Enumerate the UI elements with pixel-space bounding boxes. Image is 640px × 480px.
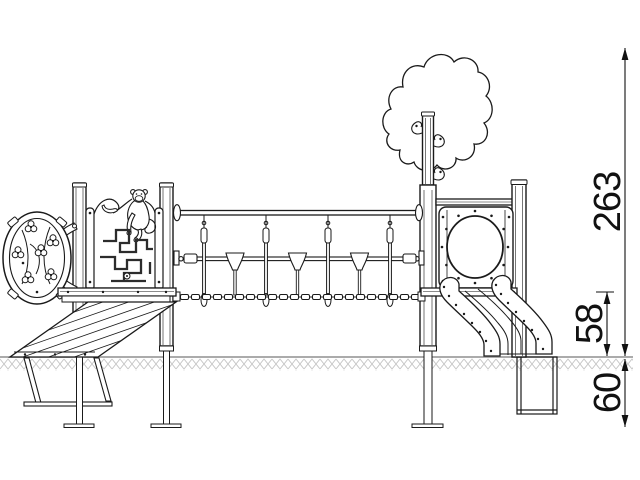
tower-handrail <box>435 198 514 206</box>
maze-panel <box>85 189 164 291</box>
monkey-figure <box>126 189 157 243</box>
banana-icon <box>101 204 118 214</box>
rope-bridge <box>172 204 426 307</box>
dimension-label-263: 263 <box>587 172 629 232</box>
slide-front-rail <box>439 276 501 357</box>
turnbuckle-left <box>173 250 180 266</box>
tree-canopy <box>382 53 493 171</box>
ground-hatch <box>0 358 633 371</box>
left-platform-deck <box>57 287 177 303</box>
dimension-label-58: 58 <box>569 304 611 344</box>
dimension-platform-height: 58 <box>569 291 614 356</box>
ramp-foundation <box>23 357 113 407</box>
grip-handle <box>225 252 245 296</box>
slide-foundation-box <box>516 356 558 415</box>
grip-handle <box>287 252 308 296</box>
ramp-foundation-bar <box>23 401 113 407</box>
tower-post-trunk <box>421 111 435 186</box>
panel-strip-right <box>154 207 164 291</box>
climbing-wheel <box>2 211 78 305</box>
dimension-label-60: 60 <box>587 373 629 413</box>
hanging-rope <box>324 215 332 307</box>
turnbuckle-right <box>418 250 425 266</box>
slide-bed <box>464 288 536 355</box>
wheel-flower-holds <box>11 220 60 294</box>
grip-handle <box>349 252 370 296</box>
panel-strip-left <box>85 207 95 291</box>
panel-wavy-top <box>93 198 156 215</box>
dimension-foundation-depth: 60 <box>587 359 629 427</box>
slide <box>439 274 553 357</box>
trunk-leaf-curls <box>411 121 445 181</box>
wheel-inner-rim <box>8 217 66 299</box>
slide-back-rail <box>491 274 553 355</box>
ramp-foundation-leg-right <box>93 357 112 402</box>
ramp-bolts <box>23 353 87 356</box>
bridge-top-rail <box>172 204 424 222</box>
porthole-window <box>446 215 504 279</box>
dimension-total-height: 263 <box>587 48 629 356</box>
panel-bolts <box>88 211 161 284</box>
